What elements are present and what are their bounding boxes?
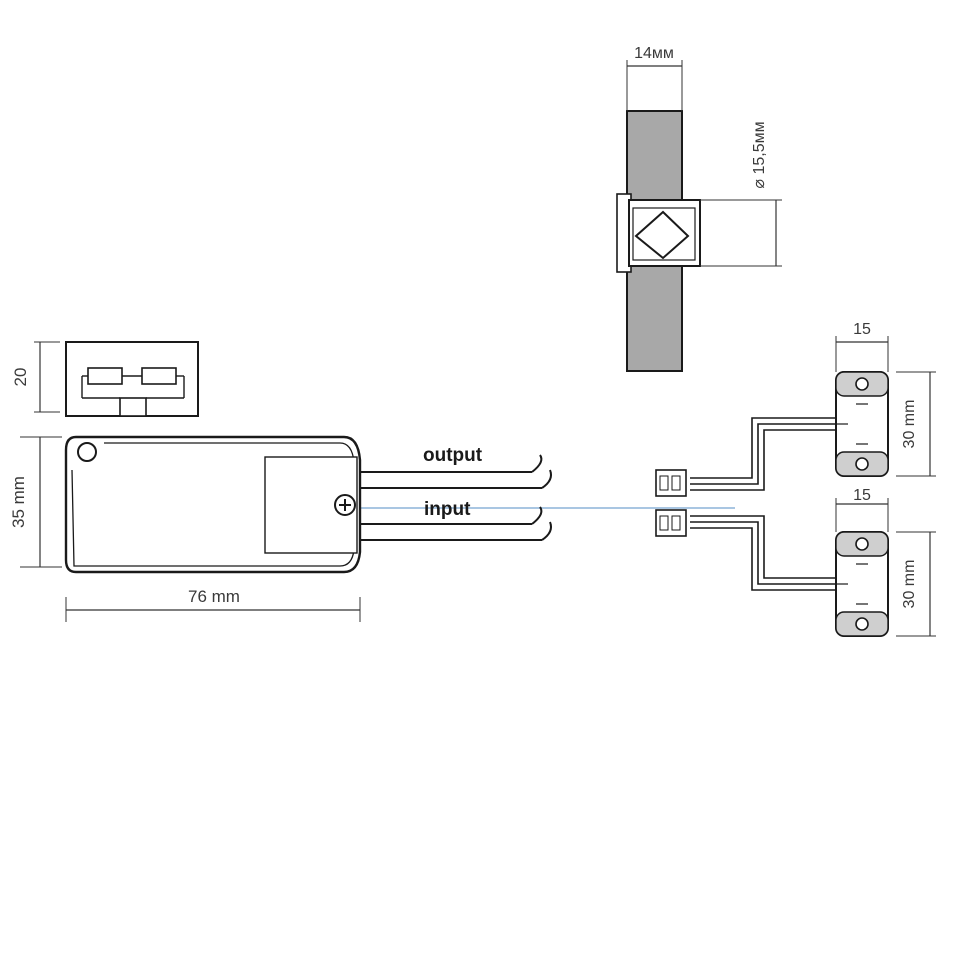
dimension-diameter: ⌀ 15,5мм <box>700 121 782 267</box>
dimension-switch-bottom-width: 15 <box>835 487 889 532</box>
round-sensor <box>616 110 701 372</box>
controller-end-view <box>65 341 199 417</box>
dim-switch-bottom-height-text: 30 mm <box>901 560 918 609</box>
dimension-switch-top-height: 30 mm <box>896 371 936 477</box>
dimension-length: 76 mm <box>65 587 361 622</box>
output-label: output <box>423 445 483 466</box>
dim-diameter-text: ⌀ 15,5мм <box>751 121 768 188</box>
diamond-icon <box>634 210 690 260</box>
input-label: input <box>424 499 471 520</box>
dim-switch-bottom-width-text: 15 <box>853 487 871 504</box>
dim-height-body-text: 35 mm <box>9 476 28 528</box>
dim-length-text: 76 mm <box>188 587 240 606</box>
dimension-height-body: 35 mm <box>9 436 62 568</box>
switch-sensor-bottom-cable <box>655 509 836 591</box>
controller-cables: output input <box>360 445 552 541</box>
controller-body <box>64 435 362 574</box>
switch-sensor-bottom <box>835 531 889 637</box>
dim-height-top-text: 20 <box>11 368 30 387</box>
switch-sensor-top <box>835 371 889 477</box>
switch-sensor-top-cable <box>655 417 836 497</box>
dimension-switch-bottom-height: 30 mm <box>896 531 936 637</box>
dimension-switch-top-width: 15 <box>835 321 889 372</box>
dimension-thickness: 14мм <box>626 45 683 111</box>
dim-switch-top-height-text: 30 mm <box>901 400 918 449</box>
mounting-hole <box>77 442 97 462</box>
dim-thickness-text: 14мм <box>634 45 674 62</box>
dim-switch-top-width-text: 15 <box>853 321 871 338</box>
dimension-height-top: 20 <box>11 341 60 413</box>
